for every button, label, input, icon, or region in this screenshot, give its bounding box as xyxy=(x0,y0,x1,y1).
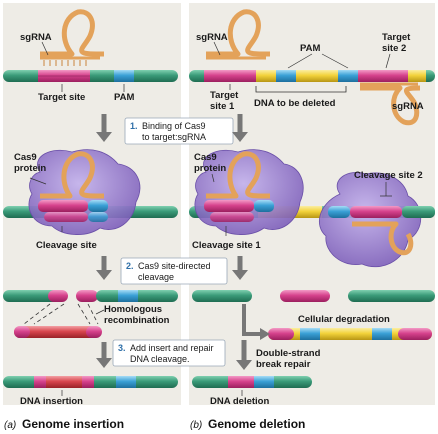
label-cas9-line1-a: Cas9 xyxy=(14,152,37,163)
panel-b-sgrna-left xyxy=(206,9,270,60)
label-sgrna-b-left: sgRNA xyxy=(196,32,228,43)
panel-b-excised-fragment xyxy=(268,328,432,340)
panel-a-dna-cleaved xyxy=(3,290,178,302)
sgrna-leader-a xyxy=(41,41,49,56)
panel-b-dna-unwound-right xyxy=(328,206,435,256)
arrowhead-step2-b xyxy=(232,270,248,280)
cas9-leader-a xyxy=(29,177,47,185)
step1-line1: Binding of Cas9 xyxy=(142,121,206,131)
panel-b-sgrna-right xyxy=(360,82,421,126)
deleted-bracket xyxy=(255,86,347,93)
label-target-2-line2: site 2 xyxy=(382,43,406,54)
cas9-leader-b xyxy=(211,173,215,183)
arrow-degradation xyxy=(242,304,262,336)
caption-b: Genome deletion xyxy=(208,417,305,431)
label-homologous-line2: recombination xyxy=(104,315,170,326)
label-cellular-degradation: Cellular degradation xyxy=(298,314,390,325)
panel-a-insert-dna xyxy=(14,326,102,338)
pam-leaders-b xyxy=(287,53,349,69)
label-dna-to-be-deleted: DNA to be deleted xyxy=(254,98,336,109)
arrowhead-step3-a xyxy=(96,358,112,368)
label-dna-insertion: DNA insertion xyxy=(20,396,83,407)
caption-b-letter: (b) xyxy=(190,420,202,431)
label-pam-b: PAM xyxy=(300,43,320,54)
step1-line2: to target:sgRNA xyxy=(142,132,206,142)
label-dna-deletion: DNA deletion xyxy=(210,396,269,407)
label-homologous-line1: Homologous xyxy=(104,304,162,315)
arrowhead-step1-a xyxy=(96,132,112,142)
label-double-strand-line2: break repair xyxy=(256,359,311,370)
homologous-crossover-lines xyxy=(23,303,99,325)
label-sgrna-b-right: sgRNA xyxy=(392,101,424,112)
label-pam-a: PAM xyxy=(114,92,134,103)
caption-a-letter: (a) xyxy=(4,420,16,431)
label-double-strand-line1: Double-strand xyxy=(256,348,321,359)
homologous-leader xyxy=(95,309,105,315)
arrowhead-step1-b xyxy=(232,132,248,142)
label-cas9-line2-a: protein xyxy=(14,163,46,174)
panel-a-sgrna-bound xyxy=(40,151,104,199)
panel-a-dna-unwound xyxy=(38,200,108,222)
panel-a-dna-inserted xyxy=(3,376,178,388)
label-cas9-line1-b: Cas9 xyxy=(194,152,217,163)
sgrna-leader-b xyxy=(213,41,221,56)
step3-line2: DNA cleavage. xyxy=(130,354,190,364)
step1-box xyxy=(124,117,234,145)
label-target-1-line2: site 1 xyxy=(210,101,235,112)
label-cleavage-site-2: Cleavage site 2 xyxy=(354,170,423,181)
caption-a: Genome insertion xyxy=(22,417,124,431)
step3-line1: Add insert and repair xyxy=(130,343,214,353)
panel-b-dna-target xyxy=(189,70,435,82)
arrowhead-step2-a xyxy=(96,270,112,280)
label-cleavage-site-a: Cleavage site xyxy=(36,240,97,251)
label-target-2-line1: Target xyxy=(382,32,411,43)
cleavage2-bracket xyxy=(380,182,392,197)
label-cleavage-site-1: Cleavage site 1 xyxy=(192,240,261,251)
panel-a-dna-target xyxy=(3,70,178,82)
step3-box xyxy=(112,339,226,367)
panel-b-sgrna-bound-left xyxy=(206,151,270,199)
panel-b-dna-cleaved-fragments xyxy=(192,290,435,302)
label-target-site-a: Target site xyxy=(38,92,85,103)
step1-number: 1. xyxy=(130,121,138,131)
step2-number: 2. xyxy=(126,261,134,271)
label-sgrna-a: sgRNA xyxy=(20,32,52,43)
step2-line1: Cas9 site-directed xyxy=(138,261,211,271)
label-target-1-line1: Target xyxy=(210,90,239,101)
arrowhead-step3-b xyxy=(236,360,252,370)
step3-number: 3. xyxy=(118,343,126,353)
target2-leader xyxy=(385,53,391,69)
label-cas9-line2-b: protein xyxy=(194,163,226,174)
step2-line2: cleavage xyxy=(138,272,174,282)
arrowhead-degradation xyxy=(260,328,270,340)
panel-b-dna-unwound-left xyxy=(204,200,274,222)
panel-a-sgrna-icon xyxy=(40,9,104,66)
step2-box xyxy=(120,257,228,285)
panel-b-dna-deleted xyxy=(192,376,312,388)
